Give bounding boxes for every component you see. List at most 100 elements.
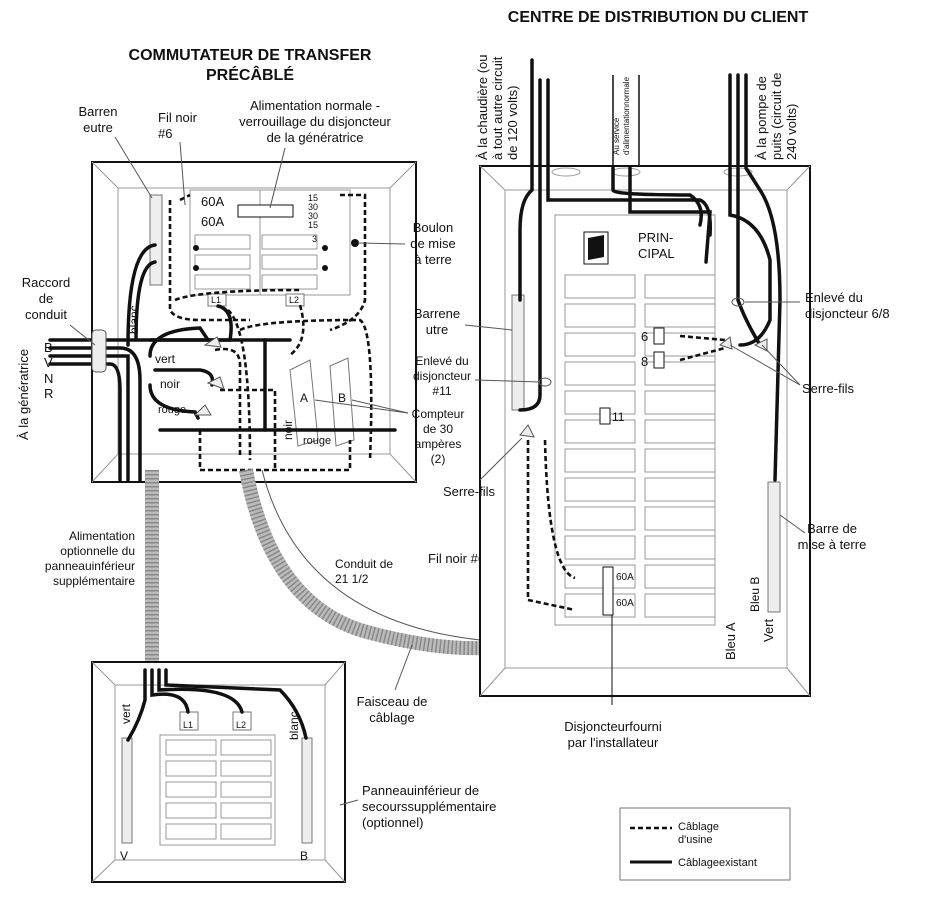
svg-text:disjoncteur 6/8: disjoncteur 6/8 xyxy=(805,306,890,321)
callout-subpanel: Panneauinférieur de secourssupplémentair… xyxy=(339,783,496,830)
svg-text:ampères: ampères xyxy=(415,437,462,451)
breaker-slot xyxy=(220,802,272,819)
legend-factory-2: d'usine xyxy=(678,834,713,846)
main-label-1: PRIN- xyxy=(638,230,673,245)
amp-label: 30 xyxy=(308,202,318,212)
to-boiler-label-3: de 120 volts) xyxy=(505,86,520,160)
svg-text:Alimentation: Alimentation xyxy=(69,529,135,543)
breaker-slot xyxy=(194,234,251,250)
wire-label-vert: vert xyxy=(155,352,176,366)
svg-text:de mise: de mise xyxy=(410,236,456,251)
svg-text:#6: #6 xyxy=(158,126,172,141)
amp-label: 3 xyxy=(312,234,317,244)
breaker-slot xyxy=(261,274,318,290)
breaker-slot xyxy=(194,254,251,270)
breaker-slot xyxy=(194,274,251,290)
breaker-slot xyxy=(644,535,716,560)
callout-optional-feed: Alimentation optionnelle du panneauinfér… xyxy=(45,529,135,588)
breaker-slot xyxy=(644,419,716,444)
svg-text:secourssupplémentaire: secourssupplémentaire xyxy=(362,799,496,814)
installer-breaker xyxy=(602,566,614,616)
svg-text:Serre-fils: Serre-fils xyxy=(802,381,855,396)
svg-text:Barre de: Barre de xyxy=(807,521,857,536)
svg-text:Raccord: Raccord xyxy=(22,275,70,290)
callout-ground-bolt: Boulon de mise à terre xyxy=(357,220,456,267)
wire-letter-v: V xyxy=(44,355,53,370)
wire-label-blue-b: Bleu B xyxy=(748,577,762,612)
breaker-slot xyxy=(564,535,636,560)
callout-conduit-fitting: Raccord de conduit xyxy=(22,275,96,346)
sub-wire-label-green: vert xyxy=(119,703,133,724)
breaker-slot xyxy=(564,303,636,328)
breaker-slot xyxy=(644,593,716,618)
sub-terminal-l2: L2 xyxy=(236,720,246,730)
meter-a xyxy=(289,359,319,447)
svg-text:eutre: eutre xyxy=(83,120,113,135)
svg-text:(optionnel): (optionnel) xyxy=(362,815,423,830)
wire-label-rouge: rouge xyxy=(158,404,186,416)
meter-a-label: A xyxy=(300,391,308,405)
callout-harness: Faisceau de câblage xyxy=(357,644,428,725)
legend-factory-1: Câblage xyxy=(678,821,719,833)
transfer-switch-title-2: PRÉCÂBLÉ xyxy=(206,65,294,84)
svg-text:21 1/2: 21 1/2 xyxy=(335,572,369,586)
ground-bar xyxy=(767,481,781,613)
amp-label: 30 xyxy=(308,211,318,221)
svg-text:Barrene: Barrene xyxy=(414,306,460,321)
wire-label-green: Vert xyxy=(761,618,776,642)
client-panel-box xyxy=(479,58,811,697)
svg-text:de: de xyxy=(39,291,53,306)
breaker-slot xyxy=(564,593,636,618)
callout-ground-bar: Barre de mise à terre xyxy=(779,514,866,552)
wire-label-noir-2: noir xyxy=(281,420,295,440)
callout-meters: Compteur de 30 ampères (2) xyxy=(314,399,464,466)
ts-60a-1: 60A xyxy=(201,194,224,209)
breaker-slot xyxy=(564,448,636,473)
meter-b xyxy=(329,357,355,447)
breaker-slot xyxy=(220,781,272,798)
svg-text:de la génératrice: de la génératrice xyxy=(267,130,364,145)
terminal-l2: L2 xyxy=(289,295,299,305)
client-panel-title: CENTRE DE DISTRIBUTION DU CLIENT xyxy=(508,9,809,26)
terminal-l1: L1 xyxy=(211,295,221,305)
svg-text:supplémentaire: supplémentaire xyxy=(53,574,135,588)
breaker-slot xyxy=(564,564,636,589)
wire-label-blanc: blanc xyxy=(127,305,141,334)
neutral-bar xyxy=(511,294,525,411)
callout-normal-power: Alimentation normale - verrouillage du d… xyxy=(239,98,392,209)
to-service-label-2: d'alimentationnormale xyxy=(622,76,631,155)
breaker-slot xyxy=(644,564,716,589)
breaker-slot xyxy=(165,739,217,756)
wire-label-rouge-2: rouge xyxy=(303,435,331,447)
callout-serre-fils-right: Serre-fils xyxy=(729,344,855,396)
svg-text:Enlevé du: Enlevé du xyxy=(805,290,863,305)
svg-text:Faisceau de: Faisceau de xyxy=(357,694,428,709)
callout-serre-fils-left: Serre-fils xyxy=(443,437,523,499)
breaker-slot xyxy=(165,760,217,777)
transfer-switch-title-1: COMMUTATEUR DE TRANSFER xyxy=(129,47,372,64)
wire-letter-n: N xyxy=(44,371,53,386)
callout-neutral-bar: Barren eutre xyxy=(78,104,153,199)
sub-wire-label-white: blanc xyxy=(287,711,301,740)
callout-client-neutral-bar: Barrene utre xyxy=(414,306,513,337)
svg-text:Panneauinférieur de: Panneauinférieur de xyxy=(362,783,479,798)
svg-text:conduit: conduit xyxy=(25,307,67,322)
svg-text:de 30: de 30 xyxy=(423,422,453,436)
to-generator-label: À la génératrice xyxy=(16,349,31,440)
amp-label: 15 xyxy=(308,220,318,230)
svg-text:verrouillage du disjoncteur: verrouillage du disjoncteur xyxy=(239,114,391,129)
breaker-slot xyxy=(165,781,217,798)
breaker-slot xyxy=(220,739,272,756)
svg-text:à terre: à terre xyxy=(414,252,452,267)
breaker-slot xyxy=(564,477,636,502)
callout-removed-11: Enlevé du disjoncteur #11 xyxy=(413,354,541,398)
breaker-number-8: 8 xyxy=(641,354,648,369)
svg-text:Barren: Barren xyxy=(78,104,117,119)
breaker-slot xyxy=(564,274,636,299)
breaker-slot xyxy=(165,802,217,819)
sub-terminal-l1: L1 xyxy=(183,720,193,730)
svg-text:optionnelle du: optionnelle du xyxy=(60,544,135,558)
to-pump-label-1: À la pompe de xyxy=(754,76,769,160)
subpanel-box xyxy=(91,661,346,883)
